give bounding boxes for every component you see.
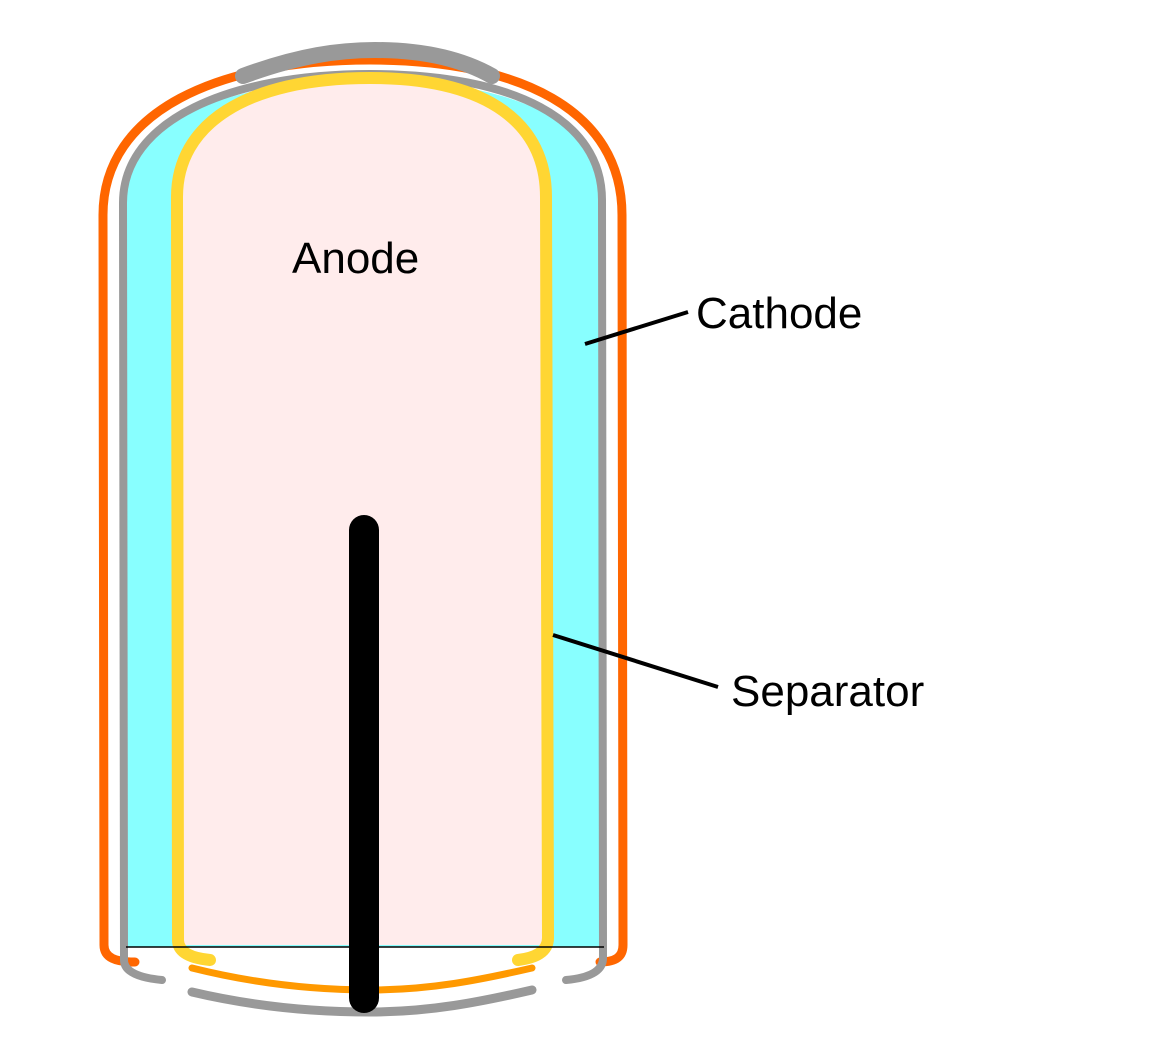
anode-region <box>180 78 550 945</box>
cathode-leader-line <box>584 310 689 346</box>
cathode-label: Cathode <box>696 289 862 338</box>
anode-label: Anode <box>292 234 419 283</box>
separator-leader-line <box>552 633 719 689</box>
separator <box>171 72 554 966</box>
separator-label: Separator <box>731 667 924 716</box>
outer-casing <box>98 55 628 967</box>
top-cap <box>235 41 500 84</box>
bottom-base <box>187 985 537 1017</box>
